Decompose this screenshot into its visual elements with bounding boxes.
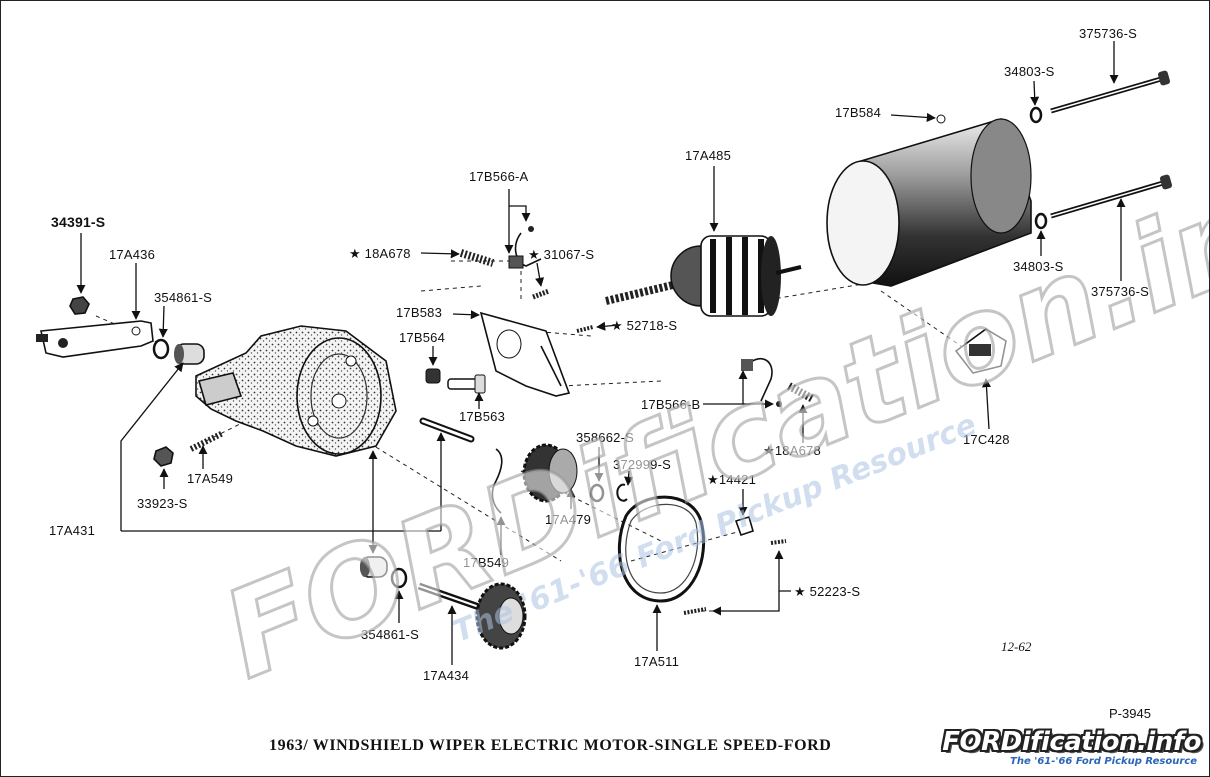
switch-part xyxy=(954,328,1007,374)
label-17a431: 17A431 xyxy=(49,523,95,538)
spring-b-part xyxy=(787,382,815,403)
cover-screw-top-part xyxy=(770,539,787,545)
label-17b584: 17B584 xyxy=(835,105,881,120)
cover-clip-part xyxy=(734,515,754,537)
label-31067-s: ★ 31067-S xyxy=(528,247,594,262)
label-375736-s-top: 375736-S xyxy=(1079,26,1137,41)
label-34391-s: 34391-S xyxy=(51,214,105,230)
logo-text: FORDification.info xyxy=(942,727,1201,757)
drawing-number: P-3945 xyxy=(1109,706,1151,721)
nut-part xyxy=(69,296,90,315)
label-17b566-a: 17B566-A xyxy=(469,169,529,184)
output-shaft-part xyxy=(417,582,527,650)
label-17b583: 17B583 xyxy=(396,305,442,320)
label-33923-s: 33923-S xyxy=(137,496,188,511)
label-17a511: 17A511 xyxy=(634,654,679,669)
label-17b563: 17B563 xyxy=(459,409,505,424)
insulator-part xyxy=(425,368,441,384)
gasket-part xyxy=(618,495,706,603)
logo-tagline: The '61-'66 Ford Pickup Resource xyxy=(1010,756,1197,767)
screw-part xyxy=(532,288,550,300)
retainer-ring-part xyxy=(616,483,628,502)
gear-washer-part xyxy=(589,483,605,503)
label-17a485: 17A485 xyxy=(685,148,731,163)
brush-holder-part xyxy=(508,226,542,269)
label-17a436: 17A436 xyxy=(109,247,155,262)
label-17b566-b: 17B566-B xyxy=(641,397,700,412)
label-17c428: 17C428 xyxy=(963,432,1010,447)
label-17b564: 17B564 xyxy=(399,330,445,345)
label-358662-s: 358662-S xyxy=(576,430,634,445)
label-17a434: 17A434 xyxy=(423,668,469,683)
brush-holder-b-part xyxy=(741,357,782,407)
spring-clip-part xyxy=(491,448,503,514)
label-52223-s: ★ 52223-S xyxy=(794,584,860,599)
label-375736-s-bottom: 375736-S xyxy=(1091,284,1149,299)
label-18a678-bottom: ★18A678 xyxy=(763,443,821,458)
cover-screw-bottom-part xyxy=(683,607,707,615)
through-bolt-bottom-part xyxy=(1050,174,1173,219)
site-logo: FORDification.info The '61-'66 Ford Pick… xyxy=(939,727,1201,771)
bushing-bottom-part xyxy=(360,556,388,578)
label-17a549: 17A549 xyxy=(187,471,233,486)
through-bolt-top-part xyxy=(1050,70,1171,114)
label-372999-s: 372999-S xyxy=(613,457,671,472)
motor-frame-part xyxy=(826,114,1032,287)
label-34803-s-top: 34803-S xyxy=(1004,64,1055,79)
spring-part xyxy=(459,249,495,267)
bushing-part xyxy=(174,343,205,365)
label-34803-s-bottom: 34803-S xyxy=(1013,259,1064,274)
armature-part xyxy=(605,235,802,317)
label-52718-s: ★ 52718-S xyxy=(611,318,677,333)
washer-top-part xyxy=(1029,106,1043,124)
washer-bottom-shaft-part xyxy=(390,567,408,589)
shaft-pin-part xyxy=(419,417,475,443)
bolt-part xyxy=(447,374,486,394)
crank-arm-part xyxy=(36,320,154,358)
washer-bottom-part xyxy=(1034,212,1048,230)
leader-lines xyxy=(76,41,1126,665)
part-labels: 34391-S 17A436 354861-S 33923-S 17A549 1… xyxy=(49,26,1149,683)
gear-housing-part xyxy=(195,325,397,457)
adjusting-screw-part xyxy=(153,430,225,467)
date-code: 12-62 xyxy=(1001,639,1032,654)
label-14421: ★14421 xyxy=(707,472,756,487)
drive-gear-part xyxy=(522,443,578,503)
label-354861-s-top: 354861-S xyxy=(154,290,212,305)
label-17a479: 17A479 xyxy=(545,512,591,527)
brush-plate-part xyxy=(479,311,571,397)
small-screw-part xyxy=(576,325,594,333)
label-18a678-top: ★ 18A678 xyxy=(349,246,411,261)
label-354861-s-bottom: 354861-S xyxy=(361,627,419,642)
washer-part xyxy=(152,338,170,360)
label-17b549: 17B549 xyxy=(463,555,509,570)
diagram-caption: 1963/ WINDSHIELD WIPER ELECTRIC MOTOR-SI… xyxy=(269,737,832,754)
